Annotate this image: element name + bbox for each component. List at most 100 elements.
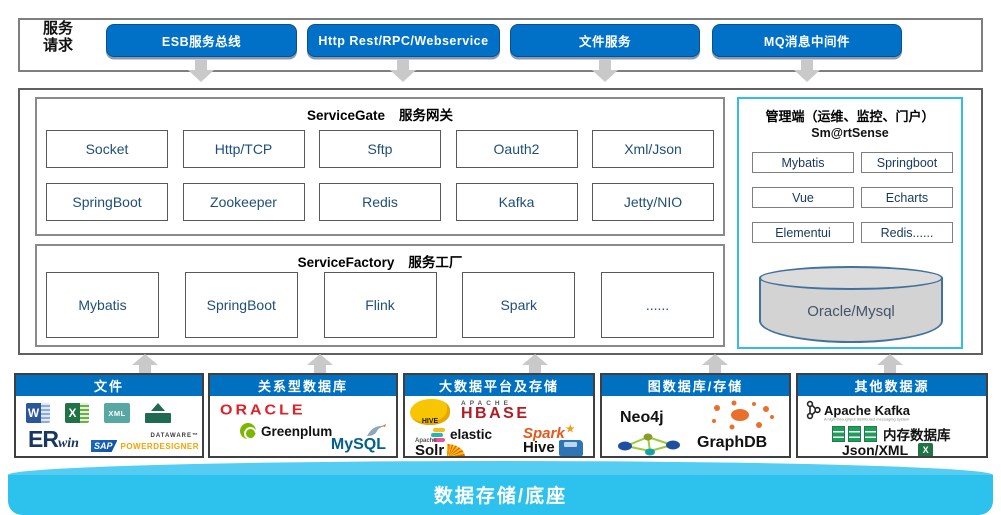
greenplum-logo: Greenplum (240, 423, 332, 439)
mq-middleware-button: MQ消息中间件 (712, 24, 902, 57)
powerdesigner-label: POWERDESIGNER (120, 441, 199, 451)
service-factory-title: ServiceFactory 服务工厂 (37, 251, 723, 271)
datasource-other-title: 其他数据源 (798, 375, 986, 396)
service-factory-title-en: ServiceFactory (297, 255, 395, 270)
factory-item-spark: Spark (462, 272, 576, 338)
down-arrow-icon (592, 59, 618, 82)
datasource-bigdata-title: 大数据平台及存储 (405, 375, 593, 396)
sap-logo: SAP (90, 440, 118, 452)
management-item-mybatis: Mybatis (752, 152, 854, 173)
service-factory-title-zh: 服务工厂 (408, 255, 463, 270)
gateway-item-jetty-nio: Jetty/NIO (592, 183, 714, 221)
datasource-files-title: 文件 (16, 375, 202, 396)
service-request-label-line1: 服务 (42, 20, 73, 37)
database-cylinder: Oracle/Mysql (759, 266, 943, 343)
management-item-springboot: Springboot (861, 152, 953, 173)
gateway-item-kafka: Kafka (455, 183, 578, 221)
http-rest-rpc-webservice-button: Http Rest/RPC/Webservice (307, 24, 500, 57)
memory-db-logo: 内存数据库 (832, 424, 951, 444)
down-arrow-icon (794, 59, 820, 82)
graphdb-label: GraphDB (697, 434, 768, 451)
gateway-item-springboot: SpringBoot (46, 183, 168, 221)
management-item-vue: Vue (752, 187, 854, 208)
neo4j-label: Neo4j (620, 409, 664, 426)
service-request-label-line2: 请求 (42, 37, 73, 54)
spark-logo: Spark (523, 425, 574, 442)
esb-service-bus-button: ESB服务总线 (106, 24, 297, 57)
json-xml-label: Json/XML (842, 442, 909, 456)
base-disk-body (8, 475, 993, 515)
datasource-relational-db: 关系型数据库 ORACLE Greenplum MySQL (208, 373, 398, 458)
datasource-bigdata: 大数据平台及存储 HIVE APACHE HBASE elastic Spark… (403, 373, 595, 458)
smartsense-label: Sm@rtSense (811, 126, 889, 140)
up-arrow-icon (307, 354, 333, 373)
factory-item-mybatis: Mybatis (46, 272, 159, 338)
memory-db-icon (832, 426, 877, 442)
hive-disk-icon (558, 439, 583, 456)
service-factory-section: ServiceFactory 服务工厂 Mybatis SpringBoot Fl… (35, 244, 725, 347)
datasource-other-body: Apache Kafka A high-throughput distribut… (798, 396, 986, 456)
kafka-icon (806, 400, 821, 420)
mysql-logo: MySQL (331, 424, 386, 454)
up-arrow-icon (522, 354, 548, 373)
datasource-relational-title: 关系型数据库 (210, 375, 396, 396)
management-panel: 管理端（运维、监控、门户） Sm@rtSense Mybatis Springb… (737, 97, 963, 349)
kafka-logo: Apache Kafka (806, 400, 910, 420)
gateway-item-http-tcp: Http/TCP (182, 130, 305, 168)
up-arrow-icon (132, 354, 158, 373)
gateway-item-sftp: Sftp (319, 130, 441, 168)
datasource-files: 文件 W X XML ERwin DATAWARE™ SAP POWERDESI… (14, 373, 204, 458)
down-arrow-icon (188, 59, 214, 82)
gateway-item-oauth2: Oauth2 (455, 130, 578, 168)
excel-small-icon: X (918, 443, 934, 456)
factory-item-springboot: SpringBoot (184, 272, 298, 338)
gateway-item-xml-json: Xml/Json (592, 130, 714, 168)
datasource-other: 其他数据源 Apache Kafka A high-throughput dis… (796, 373, 988, 458)
oracle-logo: ORACLE (220, 402, 306, 419)
solr-logo: Apache Solr (415, 438, 466, 456)
cylinder-top (759, 266, 943, 290)
management-item-elementui: Elementui (752, 222, 854, 243)
up-arrow-icon (877, 354, 903, 373)
management-item-redis: Redis...... (861, 222, 953, 243)
service-gate-title-zh: 服务网关 (399, 108, 454, 123)
service-gate-section: ServiceGate 服务网关 Socket Http/TCP Sftp Oau… (35, 97, 725, 236)
service-gate-title: ServiceGate 服务网关 (37, 104, 723, 124)
json-xml-row: Json/XML X (842, 442, 934, 456)
factory-row: Mybatis SpringBoot Flink Spark ...... (46, 272, 714, 338)
datasource-graph-db: 图数据库/存储 Neo4j GraphDB (600, 373, 791, 458)
gateway-row-2: SpringBoot Zookeeper Redis Kafka Jetty/N… (46, 183, 714, 221)
greenplum-icon (240, 423, 256, 439)
neo4j-graph-icon (618, 433, 680, 456)
mysql-dolphin-icon (367, 424, 386, 436)
datasource-files-body: W X XML ERwin DATAWARE™ SAP POWERDESIGNE… (16, 396, 202, 456)
hbase-logo: APACHE HBASE (461, 400, 530, 422)
excel-icon: X (65, 403, 89, 423)
management-title: 管理端（运维、监控、门户） (765, 109, 935, 124)
elastic-logo: elastic (431, 427, 492, 442)
erwin-logo: ERwin (28, 426, 79, 452)
powerdesigner-logo: DATAWARE™ SAP POWERDESIGNER (90, 433, 199, 452)
datasource-bigdata-body: HIVE APACHE HBASE elastic Spark Apache S… (405, 396, 593, 456)
dataware-label: DATAWARE™ (150, 433, 199, 439)
solr-sun-icon (447, 444, 466, 456)
word-icon: W (26, 403, 50, 423)
data-storage-base-label: 数据存储/底座 (433, 486, 568, 507)
datasource-relational-body: ORACLE Greenplum MySQL (210, 396, 396, 456)
service-gate-title-en: ServiceGate (306, 108, 386, 123)
gateway-item-zookeeper: Zookeeper (182, 183, 305, 221)
oracle-mysql-label: Oracle/Mysql (807, 303, 895, 320)
archive-icon (145, 403, 171, 423)
kafka-tagline: A high-throughput distributed messaging … (824, 417, 910, 422)
gateway-item-redis: Redis (319, 183, 441, 221)
factory-item-flink: Flink (323, 272, 437, 338)
file-service-button: 文件服务 (510, 24, 700, 57)
graphdb-dots-icon (712, 400, 774, 430)
elastic-icon (431, 427, 445, 442)
datasource-graph-title: 图数据库/存储 (602, 375, 789, 396)
factory-item-more: ...... (601, 272, 714, 338)
gateway-row-1: Socket Http/TCP Sftp Oauth2 Xml/Json (46, 130, 714, 168)
hive-logo: Hive (523, 439, 583, 456)
xml-file-icon: XML (104, 403, 130, 423)
